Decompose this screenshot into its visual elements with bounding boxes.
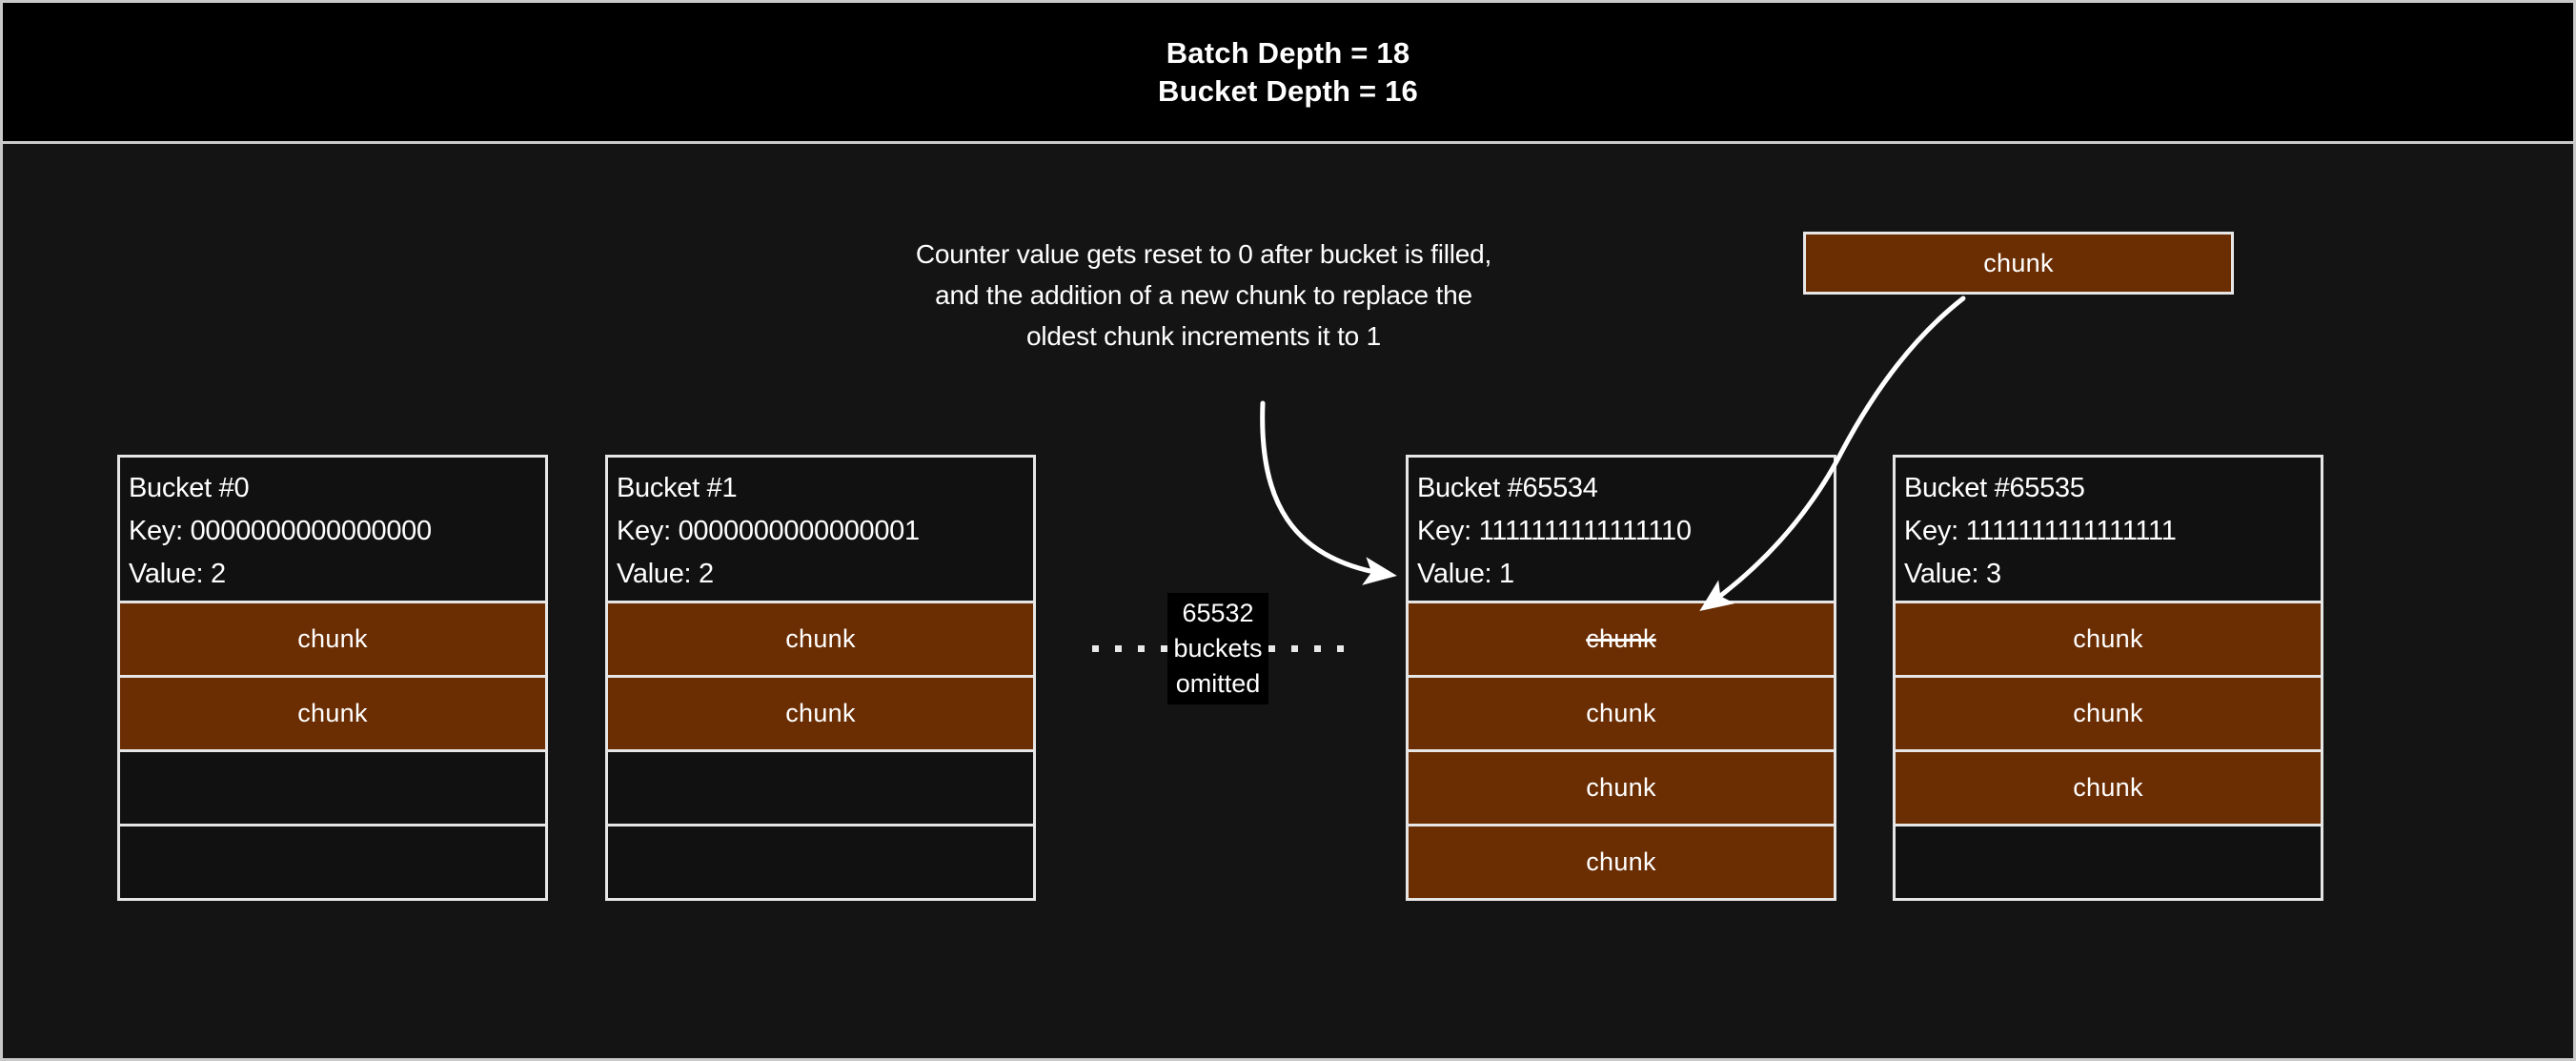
bucket-65534-title: Bucket #65534 bbox=[1417, 473, 1598, 503]
bucket-65535-slot-1[interactable]: chunk bbox=[1893, 678, 2323, 752]
dot bbox=[1115, 644, 1123, 652]
bucket-65535-slot-3[interactable] bbox=[1893, 826, 2323, 901]
bucket-65535-slot-0[interactable]: chunk bbox=[1893, 603, 2323, 678]
bucket-0[interactable]: Bucket #0 Key: 0000000000000000 Value: 2… bbox=[117, 455, 548, 901]
chunk-label: chunk bbox=[1983, 248, 2054, 277]
chunk-label: chunk bbox=[2073, 773, 2143, 802]
bucket-0-header: Bucket #0 Key: 0000000000000000 Value: 2 bbox=[117, 455, 548, 603]
bucket-0-key: Key: 0000000000000000 bbox=[129, 516, 432, 546]
bucket-1-slot-3[interactable] bbox=[605, 826, 1036, 901]
batch-depth-label: Batch Depth = 18 bbox=[1166, 35, 1410, 70]
bucket-1-slot-1[interactable]: chunk bbox=[605, 678, 1036, 752]
bucket-65534-slot-0[interactable]: chunk bbox=[1406, 603, 1836, 678]
bucket-65534-header: Bucket #65534 Key: 1111111111111110 Valu… bbox=[1406, 455, 1836, 603]
chunk-label: chunk bbox=[2073, 699, 2143, 727]
bucket-0-slot-1[interactable]: chunk bbox=[117, 678, 548, 752]
bucket-0-slot-3[interactable] bbox=[117, 826, 548, 901]
bucket-65535-slot-2[interactable]: chunk bbox=[1893, 752, 2323, 826]
dot bbox=[1161, 644, 1168, 652]
bucket-1-header: Bucket #1 Key: 0000000000000001 Value: 2 bbox=[605, 455, 1036, 603]
dot bbox=[1092, 644, 1100, 652]
chunk-label: chunk bbox=[1586, 699, 1656, 727]
bucket-1-title: Bucket #1 bbox=[617, 473, 738, 503]
bucket-65534-slot-3[interactable]: chunk bbox=[1406, 826, 1836, 901]
chunk-label: chunk bbox=[785, 624, 856, 653]
bucket-0-slot-2[interactable] bbox=[117, 752, 548, 826]
bucket-1-key: Key: 0000000000000001 bbox=[617, 516, 920, 546]
chunk-label: chunk bbox=[785, 699, 856, 727]
bucket-1-slot-0[interactable]: chunk bbox=[605, 603, 1036, 678]
omitted-buckets-label: 65532 buckets omitted bbox=[1167, 592, 1268, 704]
incoming-chunk-box[interactable]: chunk bbox=[1803, 232, 2234, 295]
chunk-label: chunk bbox=[1586, 773, 1656, 802]
bucket-65535-value: Value: 3 bbox=[1904, 559, 2001, 589]
bucket-depth-label: Bucket Depth = 16 bbox=[1157, 73, 1418, 108]
bucket-65534[interactable]: Bucket #65534 Key: 1111111111111110 Valu… bbox=[1406, 455, 1836, 901]
dot bbox=[1313, 644, 1321, 652]
bucket-65535[interactable]: Bucket #65535 Key: 1111111111111111 Valu… bbox=[1893, 455, 2323, 901]
ellipsis-dots-right bbox=[1268, 644, 1344, 652]
chunk-label: chunk bbox=[1586, 847, 1656, 876]
bucket-65535-key: Key: 1111111111111111 bbox=[1904, 516, 2177, 546]
bucket-0-value: Value: 2 bbox=[129, 559, 226, 589]
bucket-0-slot-0[interactable]: chunk bbox=[117, 603, 548, 678]
bucket-65534-key: Key: 1111111111111110 bbox=[1417, 516, 1692, 546]
chunk-label: chunk bbox=[2073, 624, 2143, 653]
chunk-label: chunk bbox=[297, 624, 368, 653]
bucket-65534-value: Value: 1 bbox=[1417, 559, 1514, 589]
chunk-label: chunk bbox=[297, 699, 368, 727]
bucket-1[interactable]: Bucket #1 Key: 0000000000000001 Value: 2… bbox=[605, 455, 1036, 901]
ellipsis-dots-left bbox=[1092, 644, 1168, 652]
bucket-65535-header: Bucket #65535 Key: 1111111111111111 Valu… bbox=[1893, 455, 2323, 603]
header-band: Batch Depth = 18 Bucket Depth = 16 bbox=[3, 3, 2573, 144]
dot bbox=[1336, 644, 1344, 652]
chunk-label-evicted: chunk bbox=[1586, 624, 1656, 653]
bucket-65535-title: Bucket #65535 bbox=[1904, 473, 2085, 503]
counter-reset-annotation: Counter value gets reset to 0 after buck… bbox=[915, 239, 1492, 351]
dot bbox=[1138, 644, 1146, 652]
dot bbox=[1268, 644, 1275, 652]
annotation-to-bucket-arrow bbox=[1260, 400, 1397, 585]
omitted-buckets-marker: 65532 buckets omitted bbox=[1038, 586, 1398, 710]
bucket-65534-slot-1[interactable]: chunk bbox=[1406, 678, 1836, 752]
bucket-65534-slot-2[interactable]: chunk bbox=[1406, 752, 1836, 826]
bucket-1-value: Value: 2 bbox=[617, 559, 714, 589]
bucket-0-title: Bucket #0 bbox=[129, 473, 250, 503]
dot bbox=[1290, 644, 1298, 652]
bucket-1-slot-2[interactable] bbox=[605, 752, 1036, 826]
